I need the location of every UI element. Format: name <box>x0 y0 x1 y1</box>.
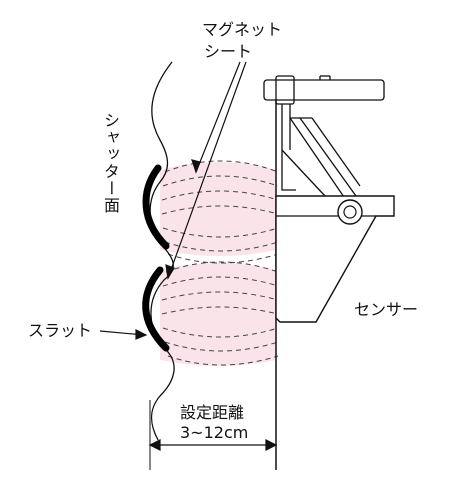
field-lines-lower <box>161 261 279 366</box>
label-magnet-sheet-line1: マグネット <box>202 20 283 39</box>
label-magnet-sheet-line2: シート <box>204 42 253 61</box>
magnet-sheet-arrows <box>165 61 247 280</box>
label-sensor: センサー <box>354 300 419 319</box>
slat-arrow <box>99 329 148 340</box>
label-shutter-surface: シャッター面 <box>101 112 120 214</box>
field-lines-upper <box>161 160 279 264</box>
magnetic-field-upper <box>160 162 276 256</box>
label-distance-line2: 3~12cm <box>180 423 249 442</box>
sensor-body <box>275 195 395 323</box>
sensor-pivot-knob <box>337 199 363 225</box>
label-distance-line1: 設定距離 <box>180 403 245 422</box>
label-slat: スラット <box>28 321 93 340</box>
distance-dimension <box>148 400 278 470</box>
sensor-bracket <box>263 75 385 213</box>
magnetic-field-lower <box>160 263 276 366</box>
magnet-sheet-lower <box>142 266 170 352</box>
magnet-sheet-upper <box>142 164 170 250</box>
